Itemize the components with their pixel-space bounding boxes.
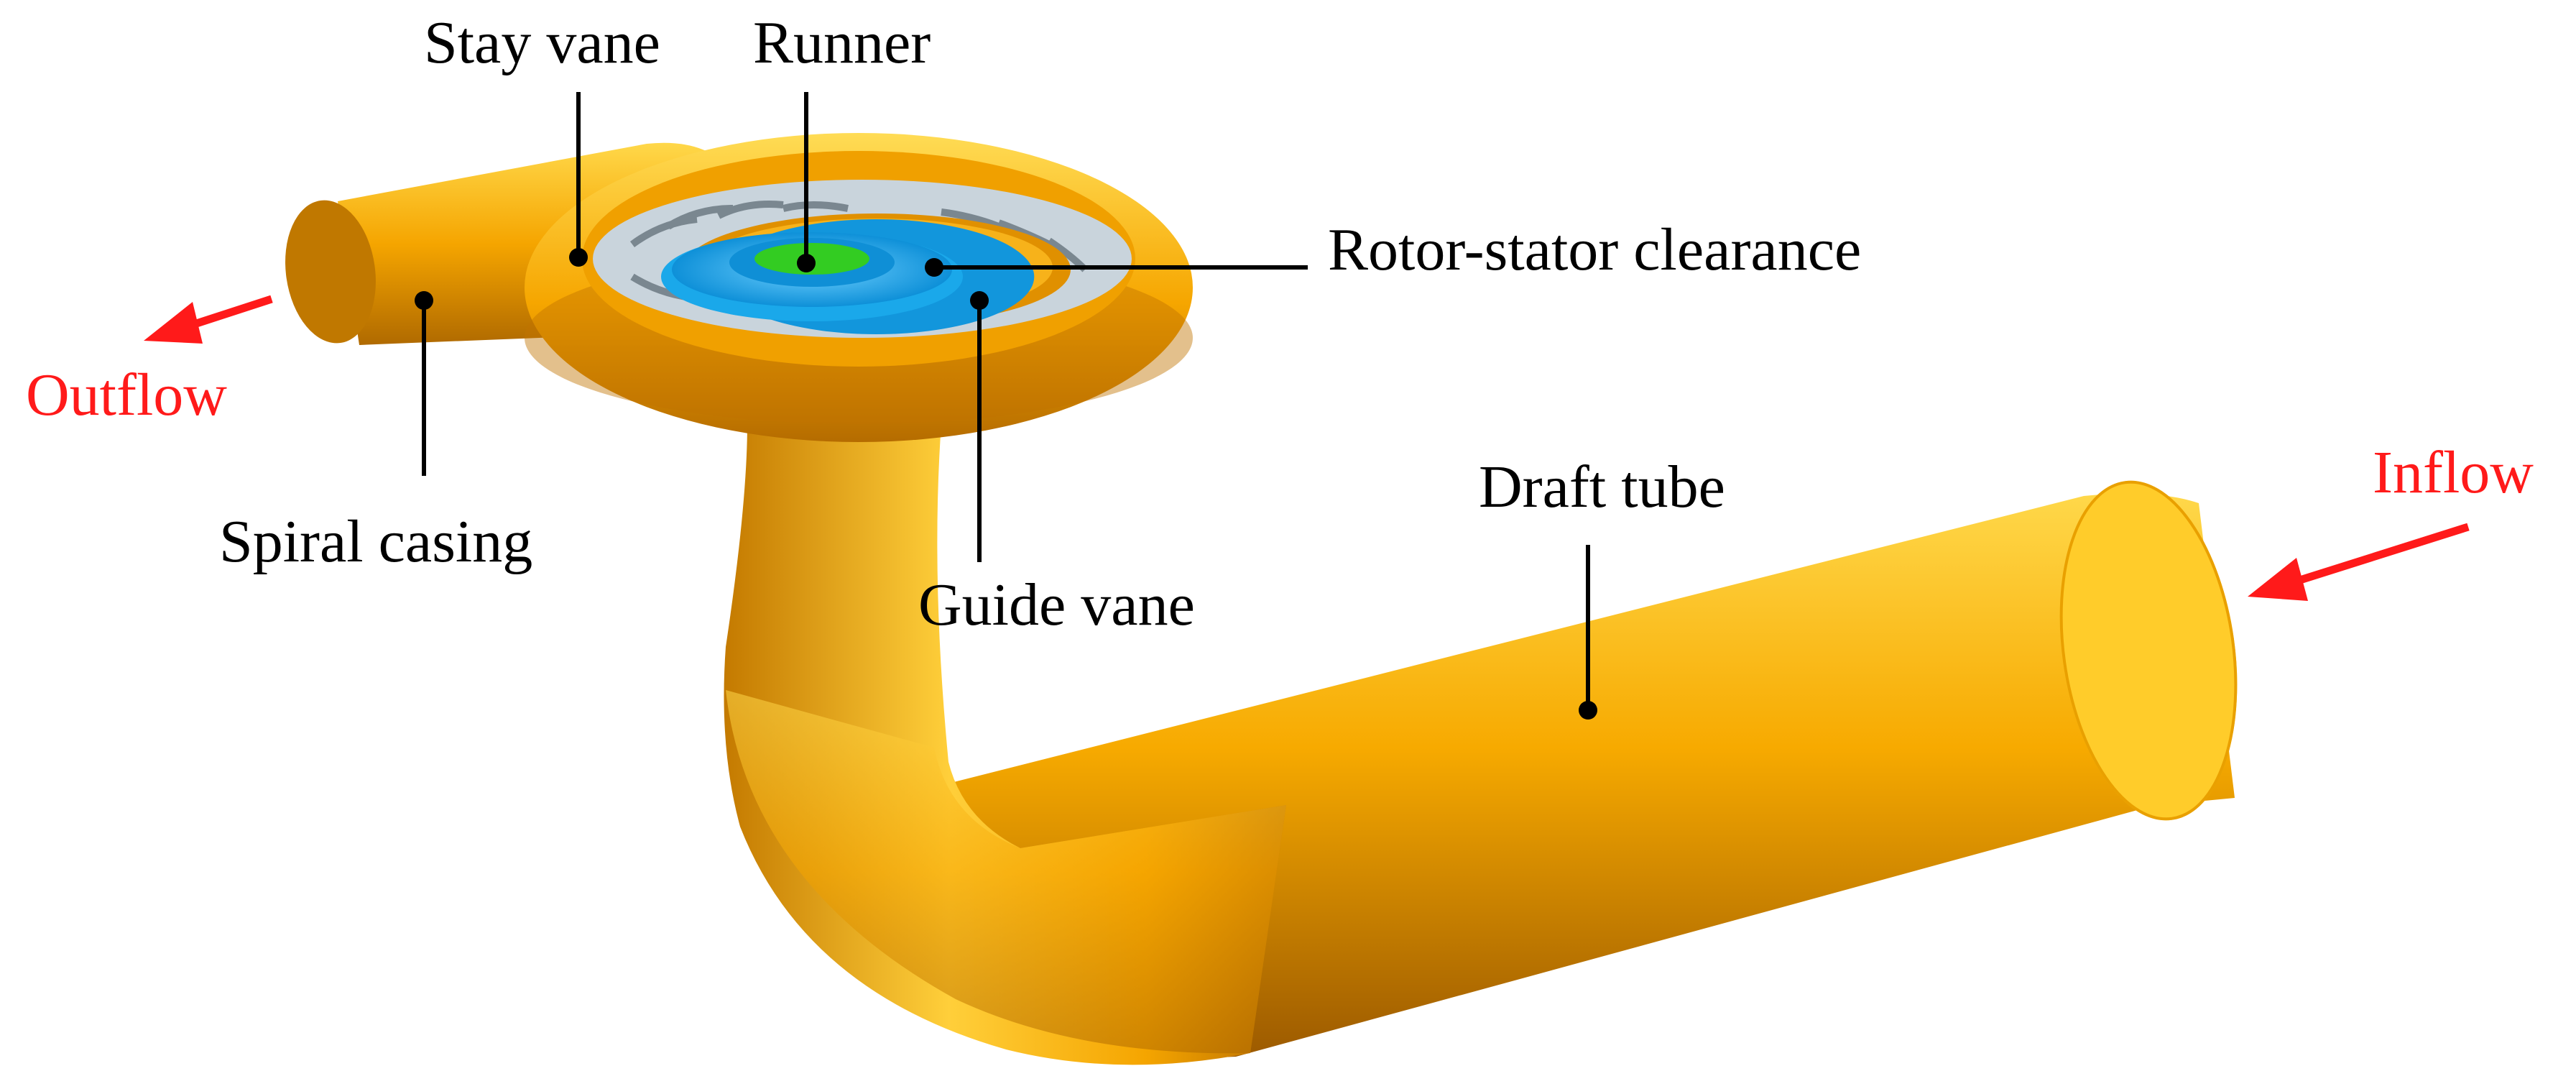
leader-lines (422, 92, 1590, 708)
guide-vane-dot (970, 291, 989, 310)
runner-shape (661, 219, 1035, 334)
draft-tube-label: Draft tube (1479, 454, 1725, 520)
runner-dot (797, 254, 816, 272)
draft-tube-dot (1579, 701, 1597, 720)
guide-vane-label: Guide vane (918, 571, 1195, 638)
rotor-stator-clearance-label: Rotor-stator clearance (1328, 216, 1862, 283)
elbow-shape (724, 424, 1286, 1065)
rotor-stator-clearance-dot (925, 258, 943, 277)
inflow-arrow (2248, 523, 2470, 601)
spiral-casing-dot (415, 291, 433, 310)
inflow-label: Inflow (2373, 439, 2534, 506)
spiral-casing-label: Spiral casing (219, 508, 533, 575)
outflow-arrow (144, 295, 273, 344)
outflow-label: Outflow (26, 362, 227, 428)
stay-vane-label: Stay vane (424, 9, 660, 76)
runner-label: Runner (753, 9, 931, 76)
leader-dots (415, 248, 1597, 720)
stay-vane-dot (569, 248, 588, 267)
